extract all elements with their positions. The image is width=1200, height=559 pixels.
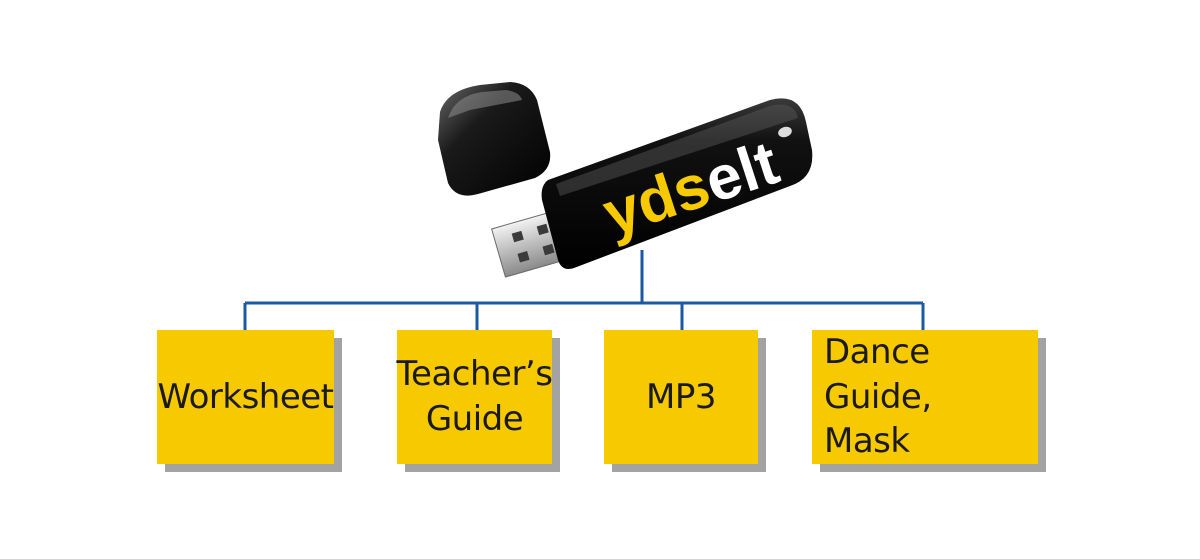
- mp3-label: MP3: [646, 376, 716, 417]
- teachers-guide-label-line1: Teacher’s: [396, 354, 553, 395]
- dance-guide-label-line2: Mask: [824, 421, 910, 462]
- usb-body: [541, 98, 813, 269]
- connector-lines: [243, 250, 925, 331]
- teachers-guide-label-line2: Guide: [425, 399, 524, 439]
- worksheet-label: Worksheet: [157, 376, 334, 417]
- teachers-guide-box: Teacher’s Guide: [396, 330, 553, 464]
- dance-guide-mask-box: Dance Guide, Mask: [812, 330, 1038, 464]
- usb-cap: [438, 82, 551, 196]
- keyring-hole-icon: [778, 126, 792, 138]
- mp3-box: MP3: [604, 330, 758, 464]
- worksheet-box: Worksheet: [157, 330, 334, 464]
- dance-guide-label-line1: Dance Guide,: [824, 331, 932, 417]
